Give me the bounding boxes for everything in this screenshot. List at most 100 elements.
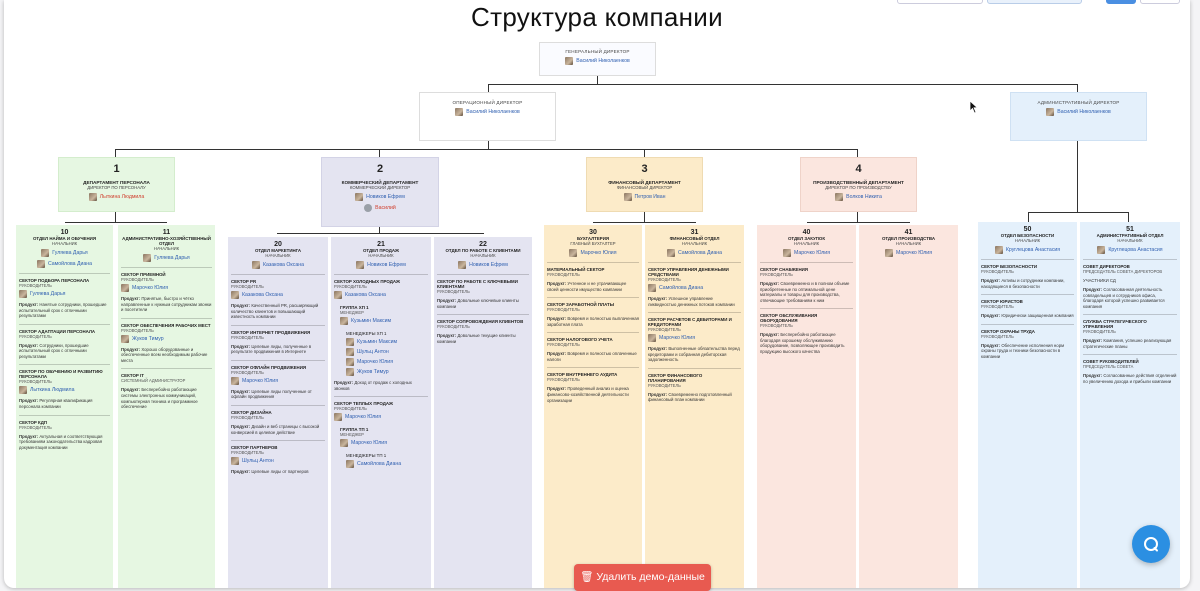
department-head[interactable]: Петров Иван — [634, 194, 666, 200]
sector-head-name[interactable]: Марочко Юлия — [132, 285, 169, 291]
ceo-card[interactable]: ГЕНЕРАЛЬНЫЙ ДИРЕКТОР Василий Николаенков — [539, 42, 656, 76]
department-extra-person[interactable]: Василий — [375, 205, 396, 211]
department-card[interactable]: 4 ПРОИЗВОДСТВЕННЫЙ ДЕПАРТАМЕНТ ДИРЕКТОР … — [800, 157, 917, 212]
sector-block[interactable]: СЕКТОР РАСЧЕТОВ С ДЕБИТОРАМИ И КРЕДИТОРА… — [648, 312, 741, 363]
group-member-name[interactable]: Жуков Тимур — [357, 369, 389, 375]
column-head-name[interactable]: Новиков Ефрем — [367, 262, 406, 268]
department-head[interactable]: Новиков Ефрем — [366, 194, 405, 200]
toolbar-button-active[interactable] — [1106, 0, 1136, 4]
toolbar-button[interactable] — [1140, 0, 1180, 4]
department-head[interactable]: Волков Никита — [846, 194, 882, 200]
group-member-name[interactable]: Марочко Юлия — [357, 359, 394, 365]
group-head-name[interactable]: Марочко Юлия — [351, 440, 388, 447]
sector-head-name[interactable]: Марочко Юлия — [659, 335, 696, 342]
ceo-name[interactable]: Василий Николаенков — [576, 58, 630, 64]
group-head-name[interactable]: Кузьмин Максим — [351, 318, 392, 324]
column-head-name[interactable]: Круглецова Анастасия — [1005, 247, 1061, 253]
column-role: НАЧАЛЬНИК — [1117, 238, 1143, 243]
sector-head-name[interactable]: Казакова Оксана — [345, 292, 386, 298]
sector-title: СЕКТОР СНАБЖЕНИЯ — [760, 267, 808, 272]
sector-head-name[interactable]: Шульц Антон — [242, 458, 274, 465]
department-card[interactable]: 3 ФИНАНСОВЫЙ ДЕПАРТАМЕНТ ФИНАНСОВЫЙ ДИРЕ… — [586, 157, 703, 212]
coo-card[interactable]: ОПЕРАЦИОННЫЙ ДИРЕКТОР Василий Николаенко… — [419, 92, 556, 141]
sector-head-name[interactable]: Лыткина Людмила — [30, 387, 75, 394]
sector-role: РУКОВОДИТЕЛЬ — [981, 304, 1014, 310]
department-number: 1 — [113, 163, 120, 175]
column-head-name[interactable]: Марочко Юлия — [895, 250, 933, 256]
column-head-name[interactable]: Марочко Юлия — [793, 250, 831, 256]
sector-head-name[interactable]: Марочко Юлия — [345, 414, 382, 421]
sector-head-name[interactable]: Марочко Юлия — [242, 377, 279, 384]
column-head-name[interactable]: Гуляева Дарья — [154, 255, 190, 261]
column-head-name[interactable]: Казакова Оксана — [263, 262, 304, 268]
toolbar-button[interactable] — [897, 0, 983, 4]
sector-head-name[interactable]: Казакова Оксана — [242, 292, 283, 298]
group-member-name[interactable]: Шульц Антон — [357, 349, 389, 355]
cao-name[interactable]: Василий Николаенков — [1057, 109, 1111, 115]
department-card[interactable]: 2 КОММЕРЧЕСКИЙ ДЕПАРТАМЕНТ КОММЕРЧЕСКИЙ … — [321, 157, 439, 227]
sector-head-name[interactable]: Гуляева Дарья — [30, 291, 66, 297]
sector-head-name[interactable]: Жуков Тимур — [132, 335, 164, 342]
cao-card[interactable]: АДМИНИСТРАТИВНЫЙ ДИРЕКТОР Василий Никола… — [1010, 92, 1147, 141]
column-head-name[interactable]: Самойлова Диана — [47, 261, 93, 267]
department-card[interactable]: 1 ДЕПАРТАМЕНТ ПЕРСОНАЛА ДИРЕКТОР ПО ПЕРС… — [58, 157, 175, 212]
department-head[interactable]: Лыткина Людмила — [99, 194, 145, 200]
toolbar-button[interactable] — [987, 0, 1082, 4]
group-member-name[interactable]: Самойлова Диана — [357, 461, 402, 468]
delete-demo-data-button[interactable]: 🗑 Удалить демо-данные — [574, 564, 711, 591]
coo-name[interactable]: Василий Николаенков — [466, 109, 520, 115]
sector-head-name[interactable]: Самойлова Диана — [659, 285, 704, 291]
column-head-name[interactable]: Марочко Юлия — [580, 250, 617, 256]
column-head-name[interactable]: Новиков Ефрем — [469, 262, 508, 268]
product-label: Продукт: — [231, 388, 251, 394]
avatar — [569, 249, 578, 257]
group-member-name[interactable]: Кузьмин Максим — [357, 339, 398, 345]
column-head-name[interactable]: Самойлова Диана — [677, 250, 723, 256]
column-head-name[interactable]: Гуляева Дарья — [52, 250, 88, 256]
column-head-name[interactable]: Круглецова Анастасия — [1108, 247, 1163, 253]
chat-support-button[interactable] — [1132, 525, 1170, 563]
sector-product: Доход от продаж с холодных звонков — [334, 380, 412, 391]
